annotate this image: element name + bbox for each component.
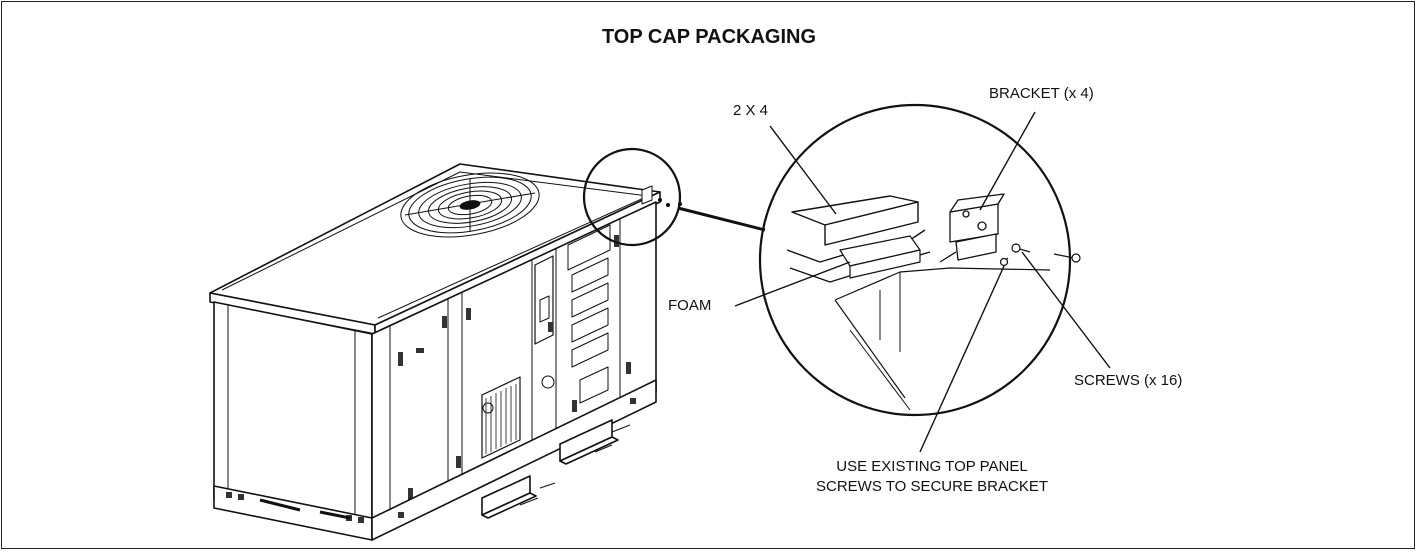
callout-connector — [677, 206, 766, 232]
detail-callout-circle — [582, 147, 682, 247]
screws-detail — [999, 243, 1081, 267]
label-screws: SCREWS (x 16) — [1074, 372, 1183, 389]
leader-bracket — [979, 111, 1036, 211]
detail-circle — [758, 103, 1072, 417]
leader-2x4 — [769, 125, 837, 215]
condenser-fan — [400, 172, 540, 238]
detail-view — [758, 103, 1081, 417]
label-use-existing-line1: USE EXISTING TOP PANEL — [836, 458, 1028, 475]
leader-screws — [1021, 251, 1111, 369]
label-use-existing: USE EXISTING TOP PANEL SCREWS TO SECURE … — [752, 457, 1112, 497]
label-use-existing-line2: SCREWS TO SECURE BRACKET — [816, 478, 1048, 495]
label-bracket: BRACKET (x 4) — [989, 85, 1094, 102]
rooftop-unit — [209, 163, 661, 541]
leader-lines — [734, 111, 1111, 453]
bracket-small — [641, 185, 683, 208]
label-2x4: 2 X 4 — [733, 102, 769, 119]
label-foam: FOAM — [668, 297, 712, 314]
leader-foam — [734, 261, 851, 307]
leader-use-existing — [919, 265, 1005, 453]
bracket-detail — [939, 193, 1005, 263]
figure-title: TOP CAP PACKAGING — [601, 26, 817, 48]
